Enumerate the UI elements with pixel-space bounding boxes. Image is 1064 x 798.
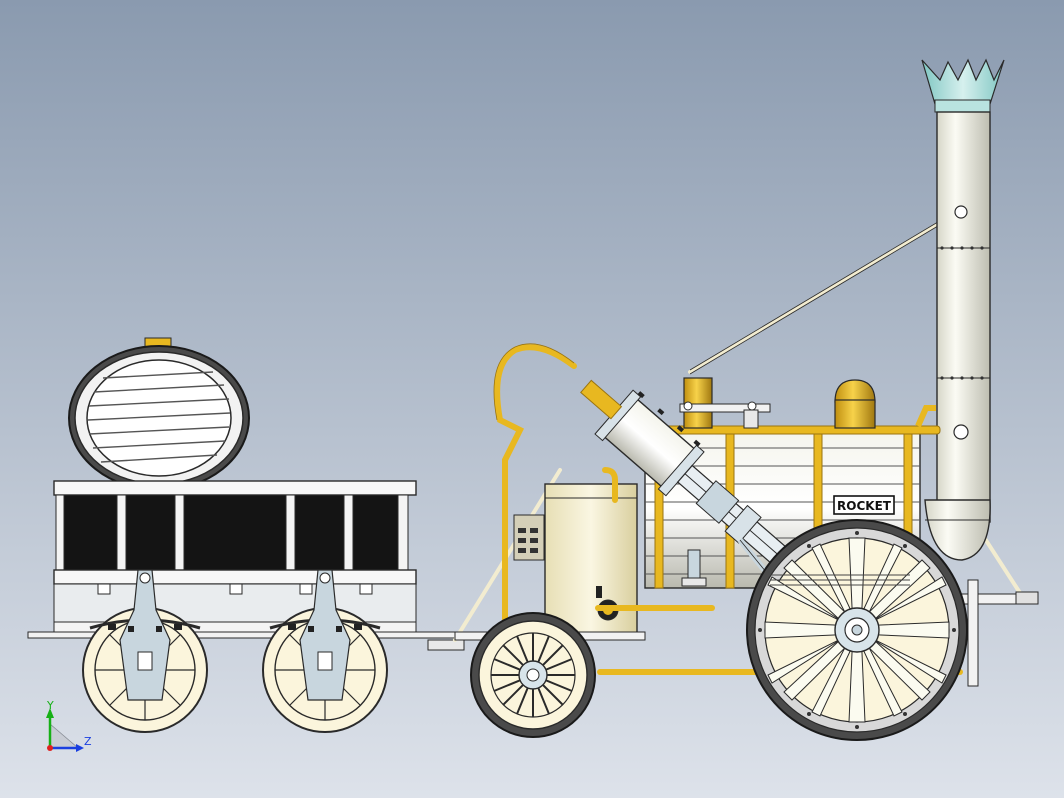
tender-body[interactable]: [27, 480, 469, 651]
chimney-rivets: [940, 246, 984, 380]
tender-chassis: [53, 621, 417, 633]
stay-rod-outlines: [689, 209, 959, 375]
tender-drawbar[interactable]: [427, 639, 465, 651]
smokebox: [924, 499, 991, 561]
safety-valve[interactable]: [679, 377, 771, 429]
tender-mid-rail: [53, 569, 417, 585]
locomotive[interactable]: ROCKET: [453, 58, 1039, 741]
tender-top-rail: [53, 480, 417, 496]
y-axis-label: Y: [46, 699, 54, 712]
chimney[interactable]: [921, 58, 1005, 561]
tender-spring-front: [269, 569, 381, 701]
water-barrel[interactable]: [68, 337, 250, 491]
feed-pipe-outline: [493, 343, 575, 421]
steam-pipe-connector: [580, 379, 623, 420]
stay-eye-upper: [954, 205, 968, 219]
blast-pipe: [687, 549, 701, 581]
ashpan: [770, 574, 910, 586]
y-axis-arrow: [46, 708, 54, 718]
axis-triad: Y Z: [46, 699, 92, 752]
crosshead: [695, 480, 740, 524]
driving-wheel[interactable]: [746, 519, 968, 741]
chimney-crown-ring: [934, 99, 991, 113]
tender-stanchions: [55, 494, 409, 626]
z-axis-label: Z: [84, 735, 92, 748]
tender[interactable]: [27, 337, 469, 733]
firebox[interactable]: [513, 483, 638, 640]
steam-dome[interactable]: [834, 379, 876, 429]
nameplate: ROCKET: [833, 495, 895, 515]
nameplate-text: ROCKET: [837, 499, 892, 513]
chimney-stack: [936, 111, 991, 523]
tender-brackets: [97, 583, 373, 595]
water-gauge: [513, 514, 545, 561]
tender-spring-rear: [89, 569, 201, 701]
trailing-wheel[interactable]: [470, 612, 596, 738]
tender-coal-bunker: [63, 494, 409, 571]
x-axis-dot: [47, 745, 53, 751]
z-axis-arrow: [76, 744, 84, 752]
stay-eye-lower: [953, 424, 969, 440]
barrel-staves: [87, 371, 231, 463]
